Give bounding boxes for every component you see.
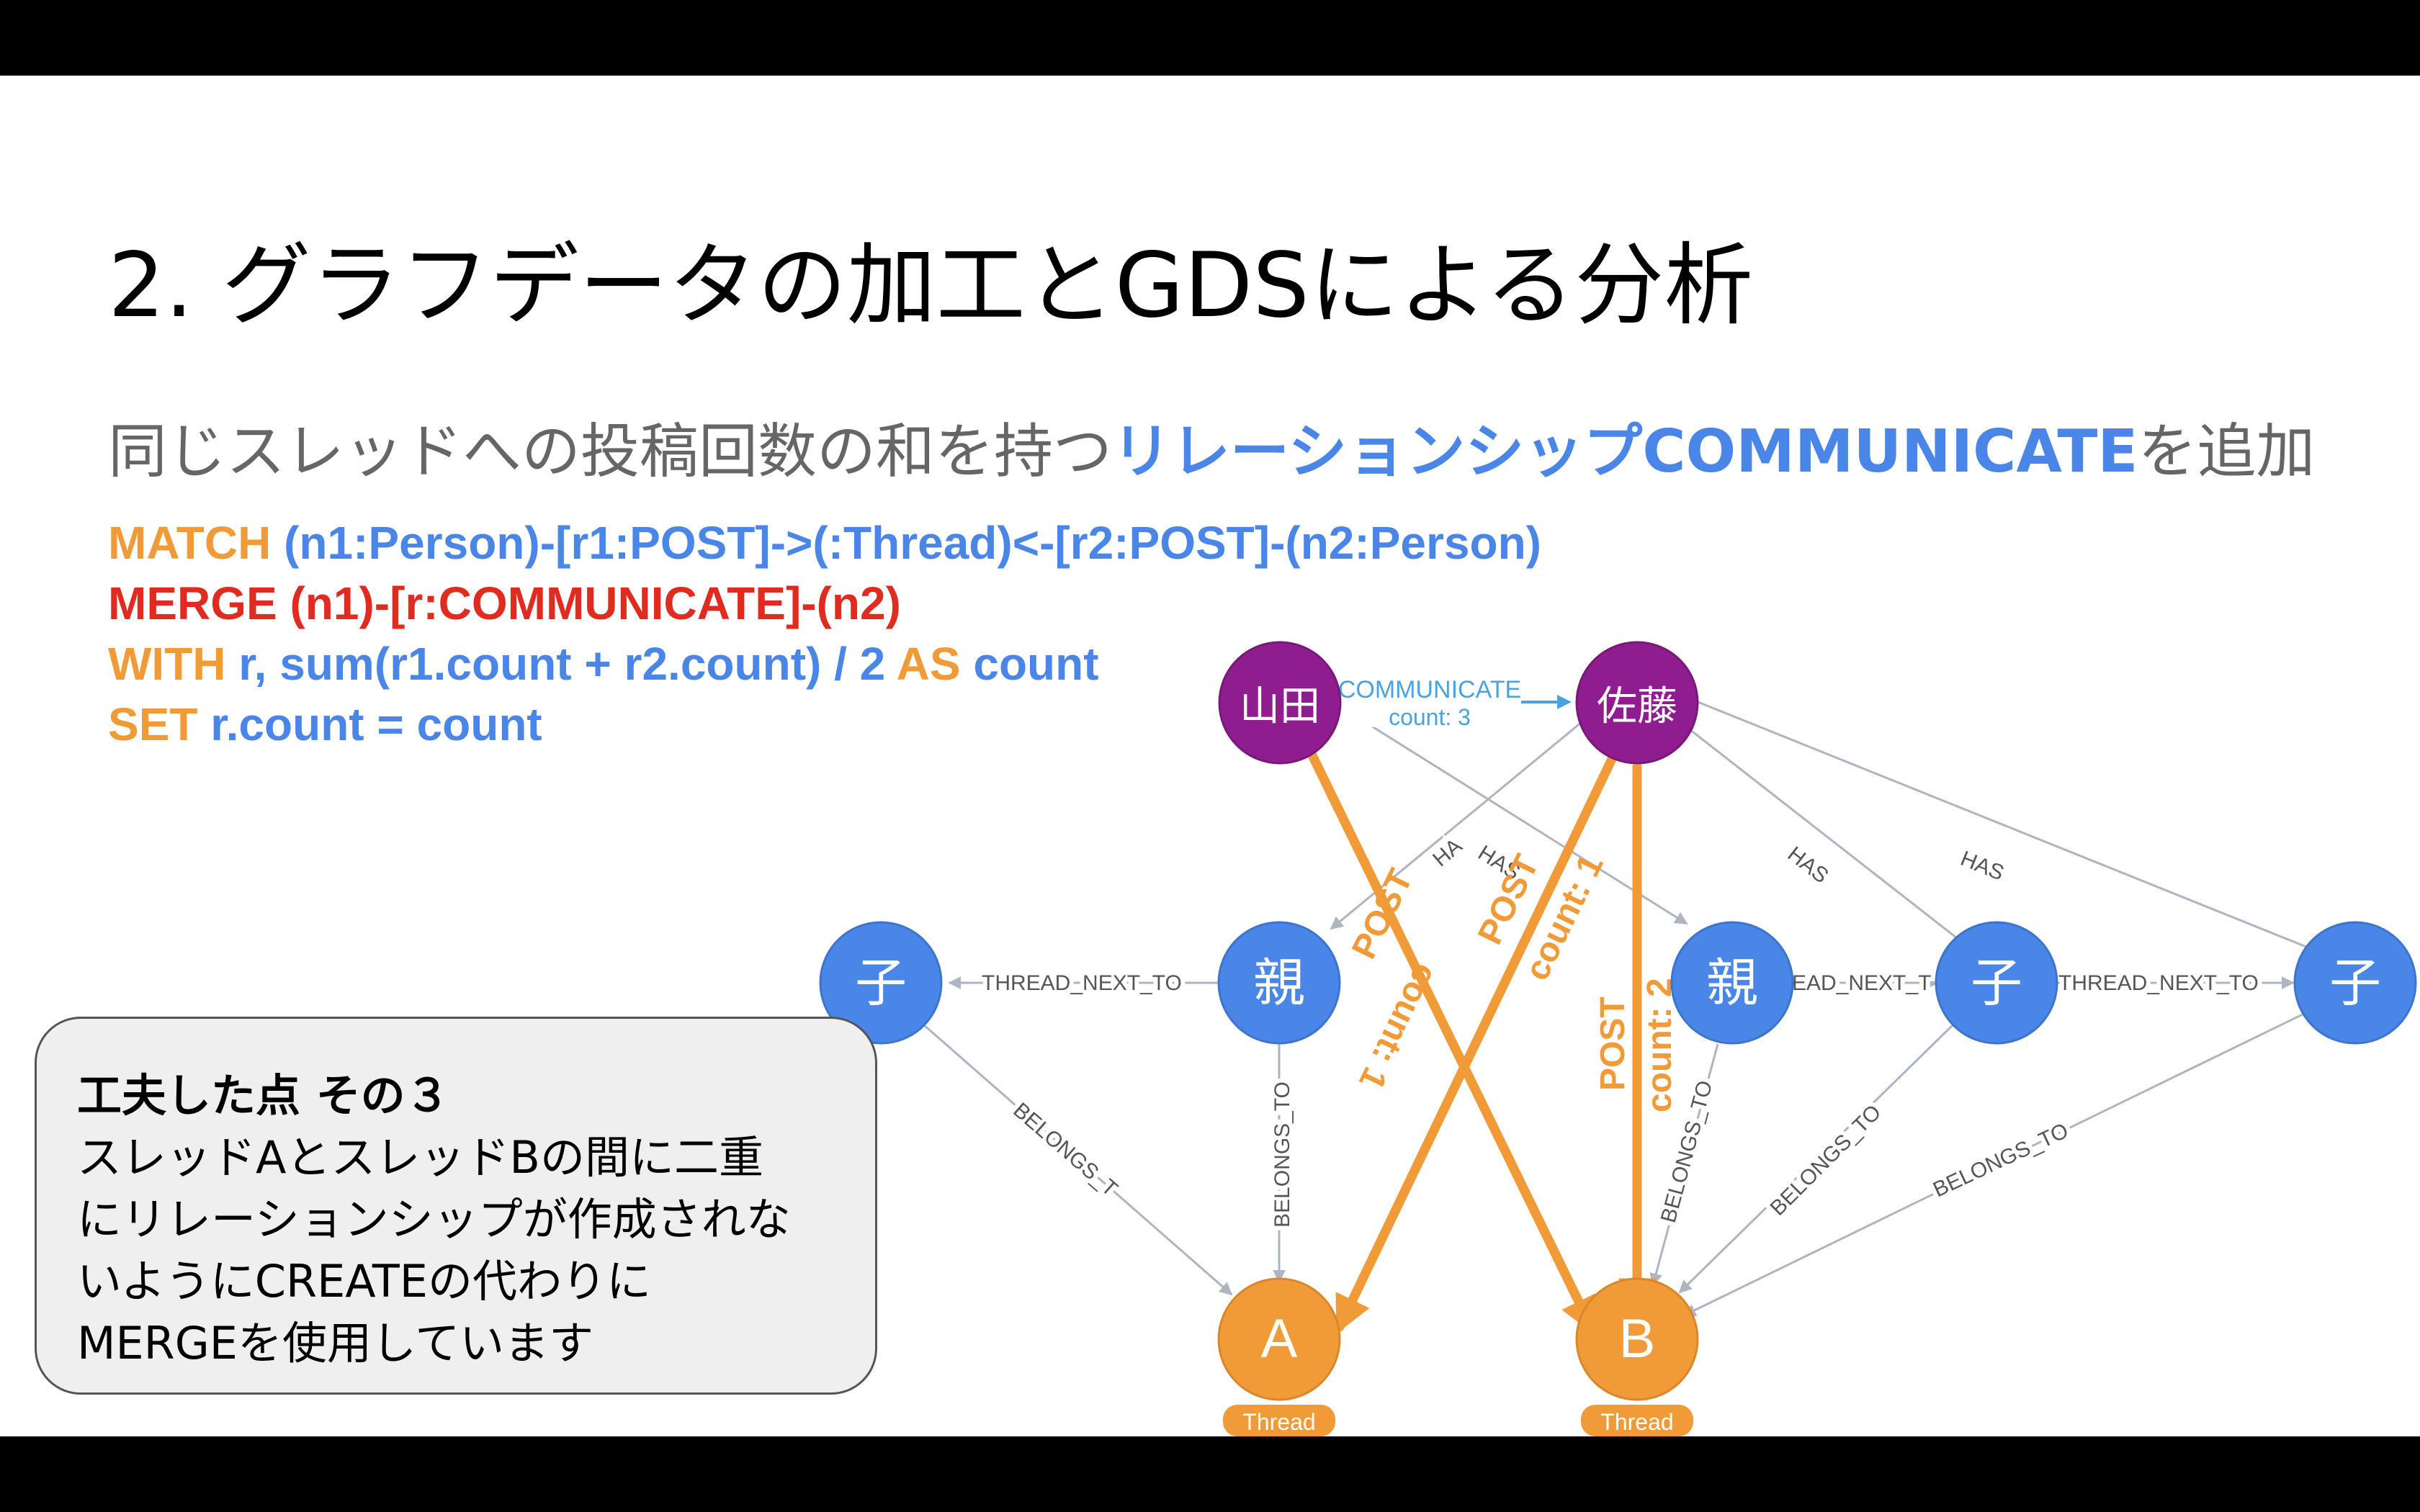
svg-text:子: 子 <box>1971 955 2022 1012</box>
keyword-as: AS <box>896 638 961 690</box>
has-edge-sato-child2 <box>1686 726 1968 947</box>
post-node-parent2[interactable]: 親 <box>1670 921 1794 1045</box>
has-edge-sato-child3 <box>1688 697 2322 955</box>
svg-text:子: 子 <box>855 955 907 1012</box>
code-line-set: SET r.count = count <box>108 698 542 751</box>
post-node-child1[interactable]: 子 <box>819 921 943 1045</box>
thread-caption-B-bg <box>1581 1405 1693 1436</box>
subtitle-suffix: を追加 <box>2138 418 2316 486</box>
has-label-3: HAS <box>1783 842 1833 888</box>
note-line-2: にリレーションシップが作成されな <box>77 1193 791 1246</box>
keyword-match: MATCH <box>108 517 272 569</box>
person-node-sato[interactable]: 佐藤 <box>1575 641 1699 765</box>
post-label-sato-B: POST <box>1594 996 1632 1091</box>
svg-text:子: 子 <box>2329 955 2381 1012</box>
belongs-label-2: BELONGS_TO <box>1270 1081 1294 1228</box>
belongs-edge-parent2-B <box>1649 1043 1719 1287</box>
thread-node-A[interactable]: A <box>1217 1277 1341 1401</box>
code-with-tail: count <box>960 638 1099 690</box>
svg-text:A: A <box>1261 1308 1298 1369</box>
communicate-label: COMMUNICATE <box>1338 676 1521 703</box>
subtitle-highlight: リレーションシップCOMMUNICATE <box>1112 418 2138 486</box>
note-box: 工夫した点 その３ スレッドAとスレッドBの間に二重 にリレーションシップが作成… <box>35 1017 877 1395</box>
post-node-child3[interactable]: 子 <box>2293 921 2417 1045</box>
communicate-count: count: 3 <box>1389 704 1471 730</box>
svg-text:親: 親 <box>1253 955 1305 1012</box>
post-node-parent1[interactable]: 親 <box>1217 921 1341 1045</box>
belongs-label-5: BELONGS_TO <box>1930 1119 2072 1202</box>
belongs-edge-child2-B <box>1678 1023 1955 1294</box>
code-set-body: r.count = count <box>197 698 542 750</box>
belongs-label-4: BELONGS_TO <box>1766 1100 1886 1220</box>
post-edge-sato-A <box>1335 751 1618 1334</box>
communicate-label-bg <box>1341 677 1521 727</box>
has-edge-yamada-parent2 <box>1321 693 1688 925</box>
thread-next-label-3: THREAD_NEXT_TO <box>2058 971 2259 995</box>
note-line-4: MERGEを使用しています <box>77 1317 594 1369</box>
subtitle-text: 同じスレッドへの投稿回数の和を持つ <box>108 418 1113 486</box>
note-line-3: いようにCREATEの代わりに <box>77 1255 651 1308</box>
code-line-match: MATCH (n1:Person)-[r1:POST]->(:Thread)<-… <box>108 516 1541 570</box>
belongs-edge-child3-B <box>1682 1010 2309 1317</box>
thread-node-B[interactable]: B <box>1575 1277 1699 1401</box>
slide-title: 2. グラフデータの加工とGDSによる分析 <box>108 234 1754 338</box>
graph-diagram: HA HAS HAS HAS THREAD_NEXT_TO EAD_NEXT_T… <box>819 641 2417 1436</box>
code-line-merge: MERGE (n1)-[r:COMMUNICATE]-(n2) <box>108 577 901 629</box>
code-match-body: (n1:Person)-[r1:POST]->(:Thread)<-[r2:PO… <box>271 517 1541 569</box>
slide: 2. グラフデータの加工とGDSによる分析 同じスレッドへの投稿回数の和を持つリ… <box>0 76 2420 1436</box>
thread-next-label-2: EAD_NEXT_T <box>1792 971 1931 995</box>
keyword-with: WITH <box>108 638 226 690</box>
post-edge-yamada-B <box>1306 747 1597 1336</box>
note-line-1: スレッドAとスレッドBの間に二重 <box>77 1131 763 1184</box>
post-count-sato-B: count: 2 <box>1641 978 1679 1112</box>
svg-text:佐藤: 佐藤 <box>1597 683 1677 729</box>
person-node-yamada[interactable]: 山田 <box>1218 641 1342 765</box>
thread-caption-A-bg <box>1223 1405 1335 1436</box>
code-line-with: WITH r, sum(r1.count + r2.count) / 2 AS … <box>108 637 1099 690</box>
note-title: 工夫した点 その３ <box>77 1069 450 1122</box>
belongs-edge-child1-A <box>923 1023 1233 1296</box>
post-count-yamada: count: 1 <box>1351 958 1444 1095</box>
code-with-body: r, sum(r1.count + r2.count) / 2 <box>225 638 897 690</box>
svg-text:山田: 山田 <box>1240 683 1320 729</box>
has-label-1: HA <box>1428 834 1466 871</box>
thread-next-label-1: THREAD_NEXT_TO <box>982 971 1182 995</box>
svg-text:親: 親 <box>1706 955 1758 1012</box>
slide-subtitle: 同じスレッドへの投稿回数の和を持つリレーションシップCOMMUNICATEを追加 <box>108 403 2315 489</box>
svg-text:B: B <box>1619 1308 1656 1369</box>
thread-caption-A: Thread <box>1242 1409 1315 1435</box>
has-label-4: HAS <box>1957 847 2007 886</box>
post-node-child2[interactable]: 子 <box>1935 921 2058 1045</box>
belongs-label-1: BELONGS_T <box>1008 1098 1122 1201</box>
keyword-set: SET <box>108 698 198 750</box>
thread-caption-B: Thread <box>1600 1409 1673 1435</box>
